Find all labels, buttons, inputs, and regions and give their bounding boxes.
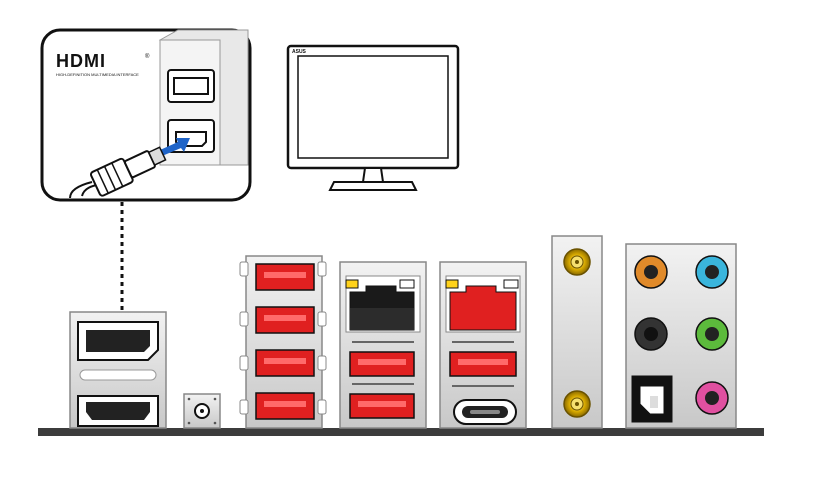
divider-slot xyxy=(79,369,157,381)
usb-a-stack xyxy=(239,255,327,429)
audio-jack-black[interactable] xyxy=(634,317,668,351)
usb-a-port[interactable] xyxy=(349,351,415,377)
hdmi-logo: HDMI ® HIGH-DEFINITION MULTIMEDIA INTERF… xyxy=(56,51,150,77)
optical-spdif-out[interactable] xyxy=(631,375,673,423)
lan-port-2[interactable] xyxy=(445,275,521,333)
lan-port-1[interactable] xyxy=(345,275,421,333)
audio-module xyxy=(625,243,737,429)
hdmi-port-closeup xyxy=(158,29,249,166)
usb-a-port[interactable] xyxy=(255,263,315,291)
hdmi-cable-icon xyxy=(69,146,167,199)
hdmi-logo-text: HDMI xyxy=(56,51,106,71)
usb-a-port[interactable] xyxy=(255,392,315,420)
bios-flashback-button[interactable] xyxy=(183,393,221,429)
usb-a-port[interactable] xyxy=(255,306,315,334)
wifi-antenna-connector[interactable] xyxy=(563,248,591,276)
audio-jack-pink[interactable] xyxy=(695,381,729,415)
monitor-icon: ASUS xyxy=(286,44,460,191)
audio-jack-orange[interactable] xyxy=(634,255,668,289)
usb-a-port[interactable] xyxy=(255,349,315,377)
insert-arrow-icon xyxy=(160,138,190,156)
hdmi-logo-tagline: HIGH-DEFINITION MULTIMEDIA INTERFACE xyxy=(56,72,139,77)
hdmi-port[interactable] xyxy=(77,395,159,427)
video-ports-bracket xyxy=(69,311,167,429)
hdmi-logo-mark: ® xyxy=(145,53,150,60)
audio-jack-blue[interactable] xyxy=(695,255,729,289)
wifi-antenna-connector[interactable] xyxy=(563,390,591,418)
audio-jack-green[interactable] xyxy=(695,317,729,351)
usb-a-port[interactable] xyxy=(349,393,415,419)
monitor-brand: ASUS xyxy=(292,49,307,55)
panel-base xyxy=(38,428,764,436)
displayport[interactable] xyxy=(77,321,159,361)
lan-usb-module-2 xyxy=(439,261,527,429)
usb-c-port[interactable] xyxy=(453,399,517,425)
usb-a-port[interactable] xyxy=(449,351,517,377)
hdmi-callout: HDMI ® HIGH-DEFINITION MULTIMEDIA INTERF… xyxy=(40,28,252,202)
wifi-antenna-module xyxy=(551,235,603,429)
lan-usb-module-1 xyxy=(339,261,427,429)
